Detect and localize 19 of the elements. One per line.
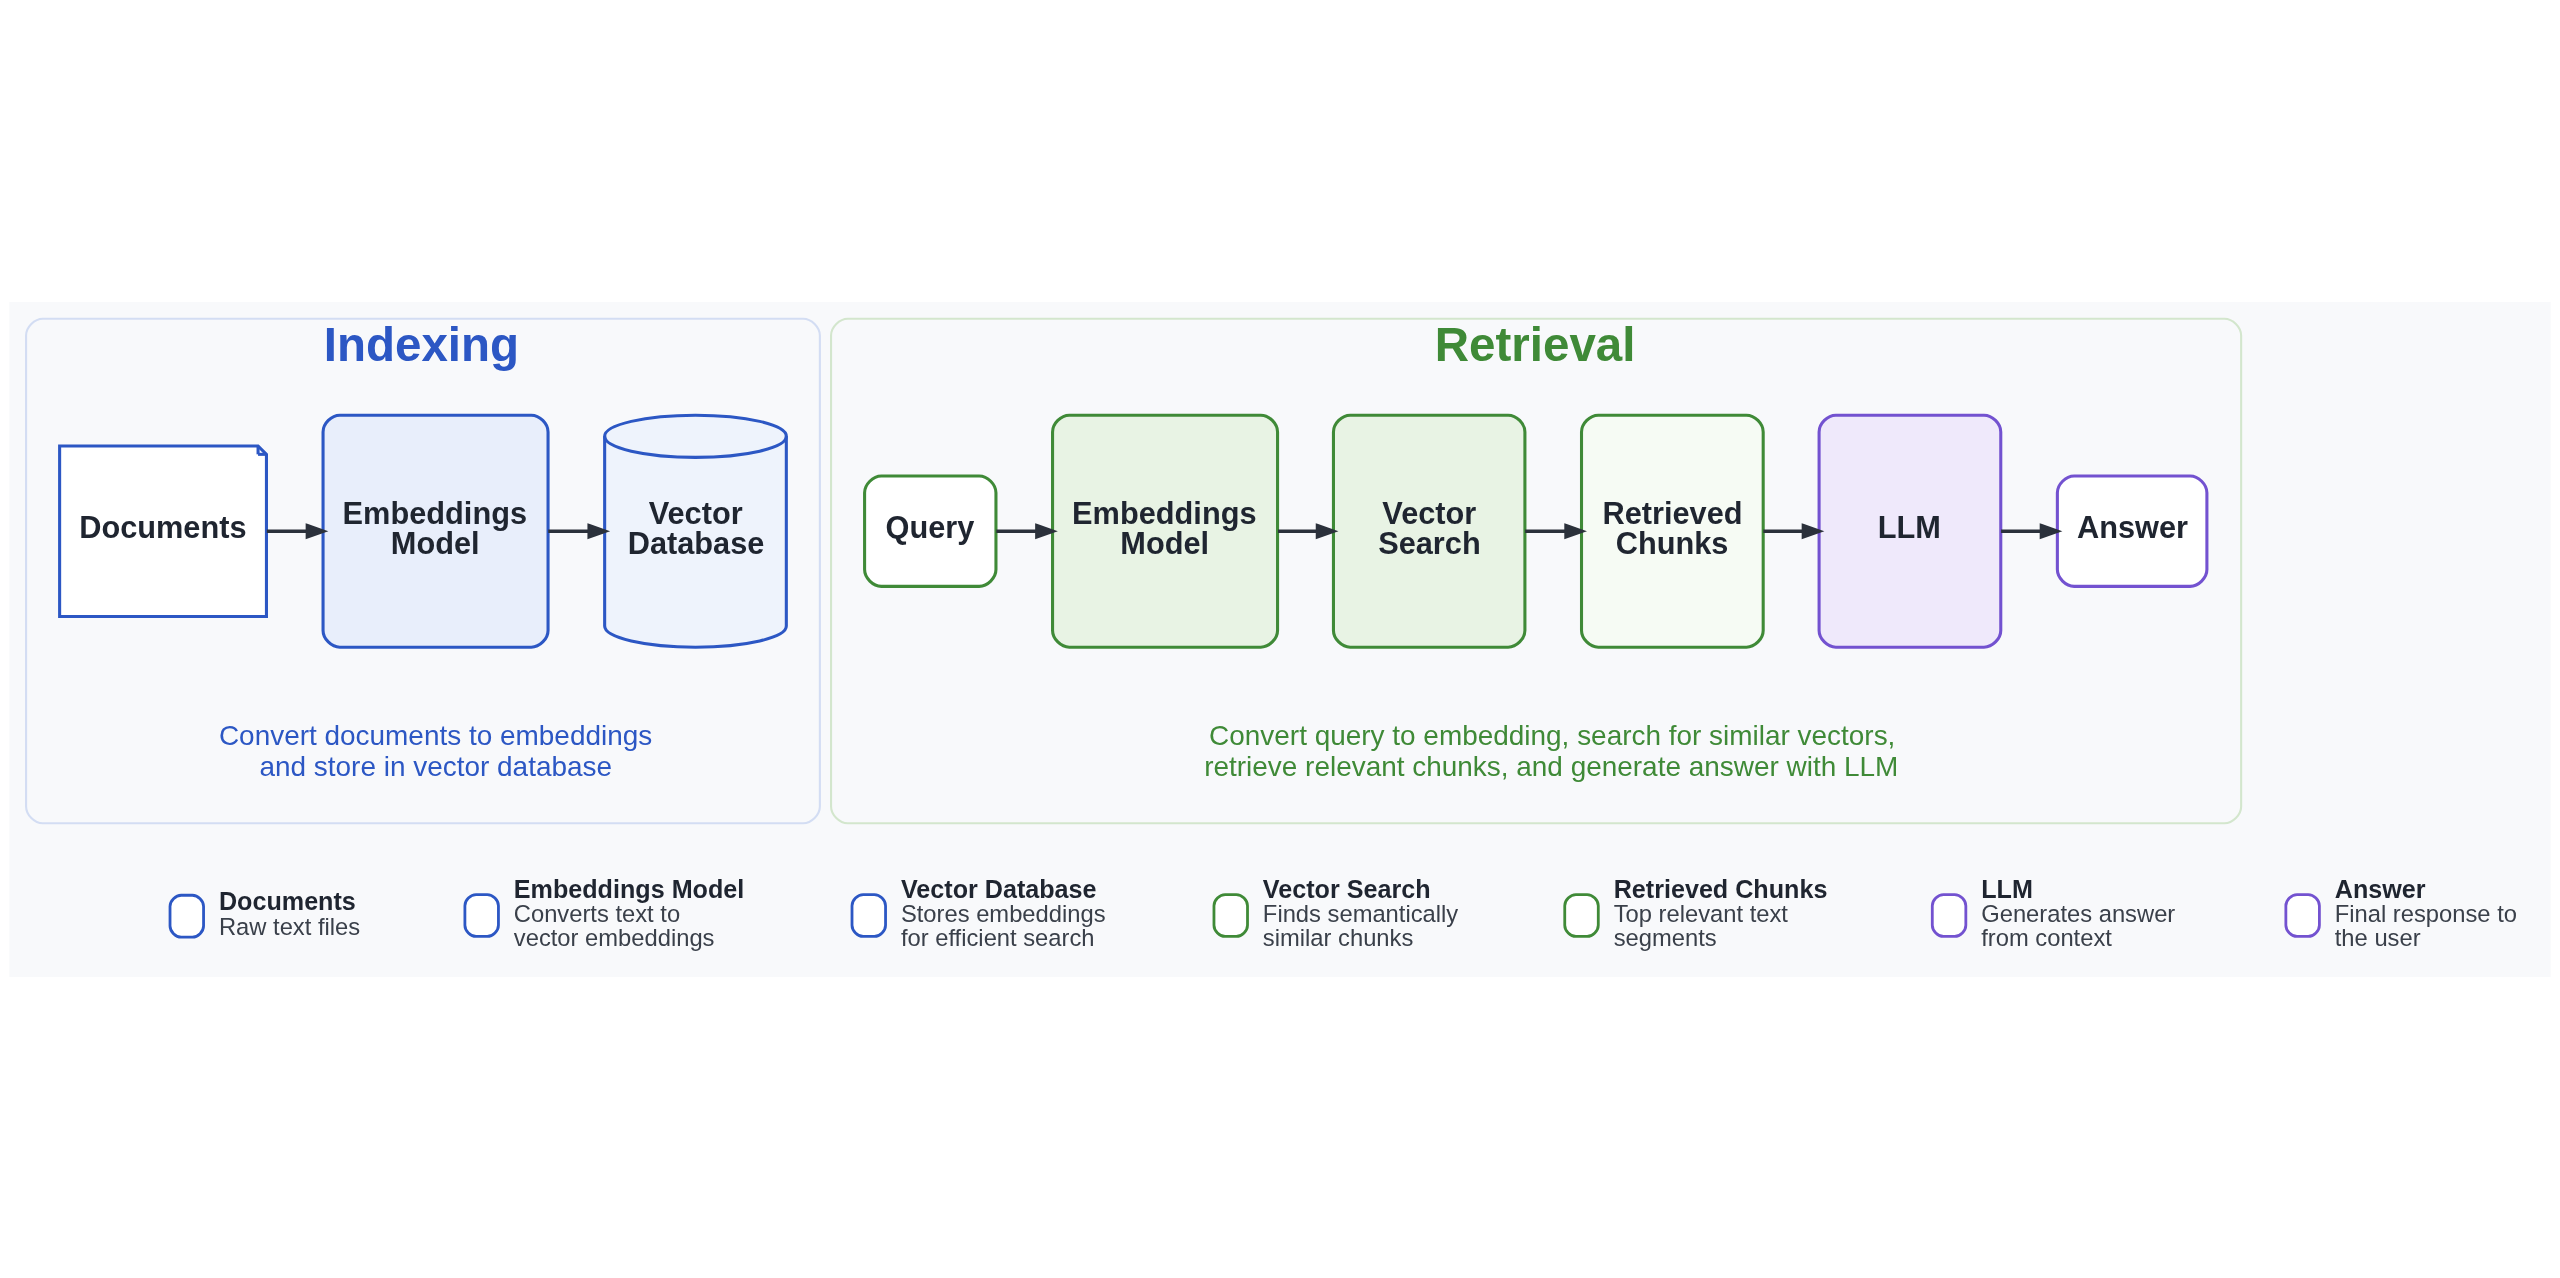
- arrow: [1278, 522, 1339, 539]
- node-box: Vector Search: [1331, 413, 1527, 649]
- legend-label: Documents: [218, 886, 356, 915]
- node-box: Embeddings Model: [1051, 413, 1280, 649]
- arrow: [1763, 522, 1825, 539]
- node-box: Embeddings Model: [321, 413, 550, 649]
- node-box: LLM: [1817, 413, 2003, 649]
- node-label: Convert documents to embeddings and store in vector database: [218, 719, 653, 782]
- label: Raw text files: [218, 912, 361, 940]
- arrow: [1525, 522, 1587, 539]
- arrow: [548, 522, 611, 539]
- node-box: Retrieved Chunks: [1579, 413, 1765, 649]
- node-box: Answer: [2055, 473, 2209, 588]
- arrow: [266, 522, 329, 539]
- node-label: Convert query to embedding, search for similar vectors, retrieve relevant chunks, and generate answer with LLM: [1204, 719, 1899, 782]
- legend-label: Embeddings Model: [513, 874, 745, 903]
- arrow: [996, 522, 1058, 539]
- node-box: Query: [863, 473, 998, 588]
- arrow: [2001, 522, 2063, 539]
